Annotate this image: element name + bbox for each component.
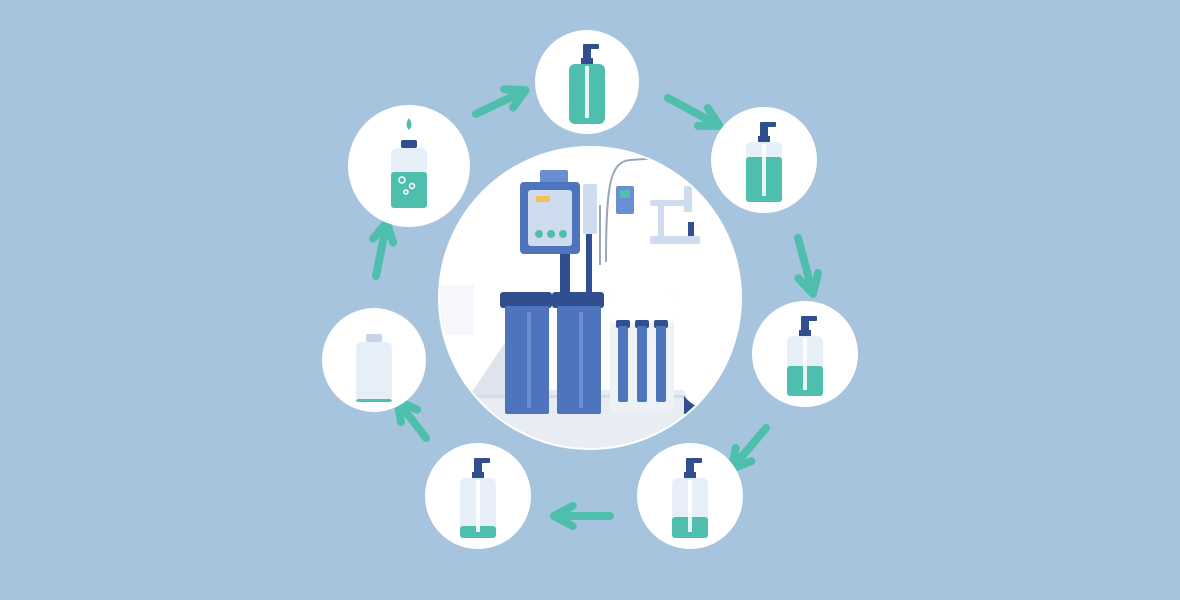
bottle-cap (401, 140, 417, 148)
soap-bottle-icon (460, 458, 496, 538)
pump-neck (686, 462, 694, 474)
filter-cap-2 (635, 320, 649, 328)
liquid-level (391, 172, 427, 208)
pump-collar (581, 58, 593, 65)
faucet-base (650, 236, 700, 244)
pump-collar (472, 472, 484, 479)
treatment-room (440, 157, 740, 448)
filter-cap-1 (616, 320, 630, 328)
controller-knob-2 (547, 230, 555, 238)
filter-cap-3 (654, 320, 668, 328)
bottle-body (356, 342, 392, 402)
filter-rack-top (610, 295, 674, 323)
controller-cap (540, 170, 568, 184)
dip-tube (688, 480, 692, 532)
dip-tube (762, 144, 766, 196)
stage-1 (535, 30, 639, 134)
tube (605, 157, 661, 263)
filter-1 (618, 326, 628, 402)
controller-post (560, 248, 570, 296)
cycle-arrow-icon (664, 94, 724, 130)
pump-neck (801, 320, 809, 332)
pump-neck (583, 48, 591, 60)
water-drop-icon (406, 118, 412, 130)
pump-head (801, 316, 817, 321)
controller-knob-3 (559, 230, 567, 238)
faucet-head (684, 186, 692, 212)
soap-bottle-icon (672, 458, 708, 538)
empty-bottle-icon (356, 334, 392, 402)
side-column-pipe (586, 234, 592, 294)
pump-head (583, 44, 599, 49)
pump-head (760, 122, 776, 127)
tank-left-highlight (527, 312, 531, 408)
cycle-arrow-icon (550, 501, 614, 531)
bubble (403, 189, 409, 195)
soap-bottle-icon (787, 316, 823, 396)
soap-bottle-icon (569, 44, 605, 124)
pump-head (686, 458, 702, 463)
stage-6 (322, 308, 426, 412)
stage-7 (348, 105, 470, 227)
wall-meter-screen (620, 190, 630, 198)
cycle-arrow-icon (472, 85, 530, 118)
dip-tube (803, 338, 807, 390)
pump-collar (758, 136, 770, 143)
pump-neck (474, 462, 482, 474)
bubble (408, 182, 416, 190)
stage-2 (711, 107, 817, 213)
bottle-cap (366, 334, 382, 342)
pump-head (474, 458, 490, 463)
tank-right-highlight (579, 312, 583, 408)
pump-neck (760, 126, 768, 138)
stage-5 (425, 443, 531, 549)
refill-stages (322, 30, 858, 549)
filter-3 (656, 326, 666, 402)
faucet-arm (650, 200, 690, 206)
cycle-arrow-icon (794, 234, 822, 298)
soap-bottle-icon (746, 122, 782, 202)
stage-4 (637, 443, 743, 549)
bubble (398, 176, 406, 184)
tank-left-cap (500, 292, 552, 308)
side-column (583, 184, 597, 234)
tank-right-cap (552, 292, 604, 308)
faucet-valve (688, 222, 694, 236)
pump-collar (684, 472, 696, 479)
controller-display (536, 196, 550, 202)
pump-collar (799, 330, 811, 337)
water-treatment-system-icon (438, 146, 742, 450)
stage-3 (752, 301, 858, 407)
wall-box (440, 285, 474, 335)
refill-bottle-icon (391, 118, 427, 208)
controller-knob-1 (535, 230, 543, 238)
filter-2 (637, 326, 647, 402)
liquid-level (356, 399, 392, 402)
faucet-stem (658, 206, 664, 238)
dip-tube (476, 480, 480, 532)
dip-tube (585, 66, 589, 118)
